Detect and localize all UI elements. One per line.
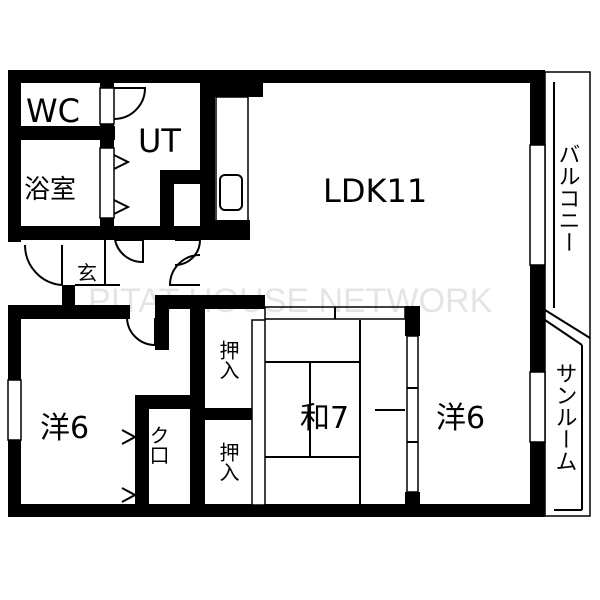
room-label-ut: UT: [138, 122, 181, 160]
watermark: PITAT HOUSE NETWORK: [88, 282, 493, 320]
door-wc[interactable]: [113, 87, 147, 120]
room-label-western-right: 洋6: [436, 401, 485, 436]
door-hall[interactable]: [174, 239, 202, 266]
door-entrance[interactable]: [23, 244, 63, 287]
room-label-wc: WC: [26, 92, 80, 130]
balcony-outline: [544, 71, 591, 517]
room-label-ldk: LDK11: [323, 172, 427, 210]
room-label-oshiire-bottom: 押入: [216, 442, 240, 482]
closet-door-marker: [121, 487, 138, 503]
room-label-western-left: 洋6: [40, 411, 89, 446]
bath-door-marker: [113, 199, 131, 215]
room-label-closet: ク口: [146, 425, 170, 465]
bath-door-marker: [113, 154, 131, 170]
doors: [23, 87, 202, 503]
room-label-oshiire-top: 押入: [216, 340, 240, 380]
kitchen-counter: [215, 96, 250, 240]
closet-door-marker: [121, 429, 138, 445]
door-western-left[interactable]: [126, 317, 156, 347]
room-label-entrance: 玄: [77, 261, 97, 285]
door-ldk[interactable]: [168, 254, 201, 286]
room-label-bath: 浴室: [24, 175, 76, 205]
windows: [7, 87, 546, 443]
tatami-layout: [251, 306, 419, 506]
room-label-balcony: バルコニー: [555, 143, 580, 253]
room-label-sunroom: サンルーム: [552, 362, 577, 472]
door-ut[interactable]: [114, 239, 144, 264]
room-label-japanese: 和7: [300, 401, 349, 436]
